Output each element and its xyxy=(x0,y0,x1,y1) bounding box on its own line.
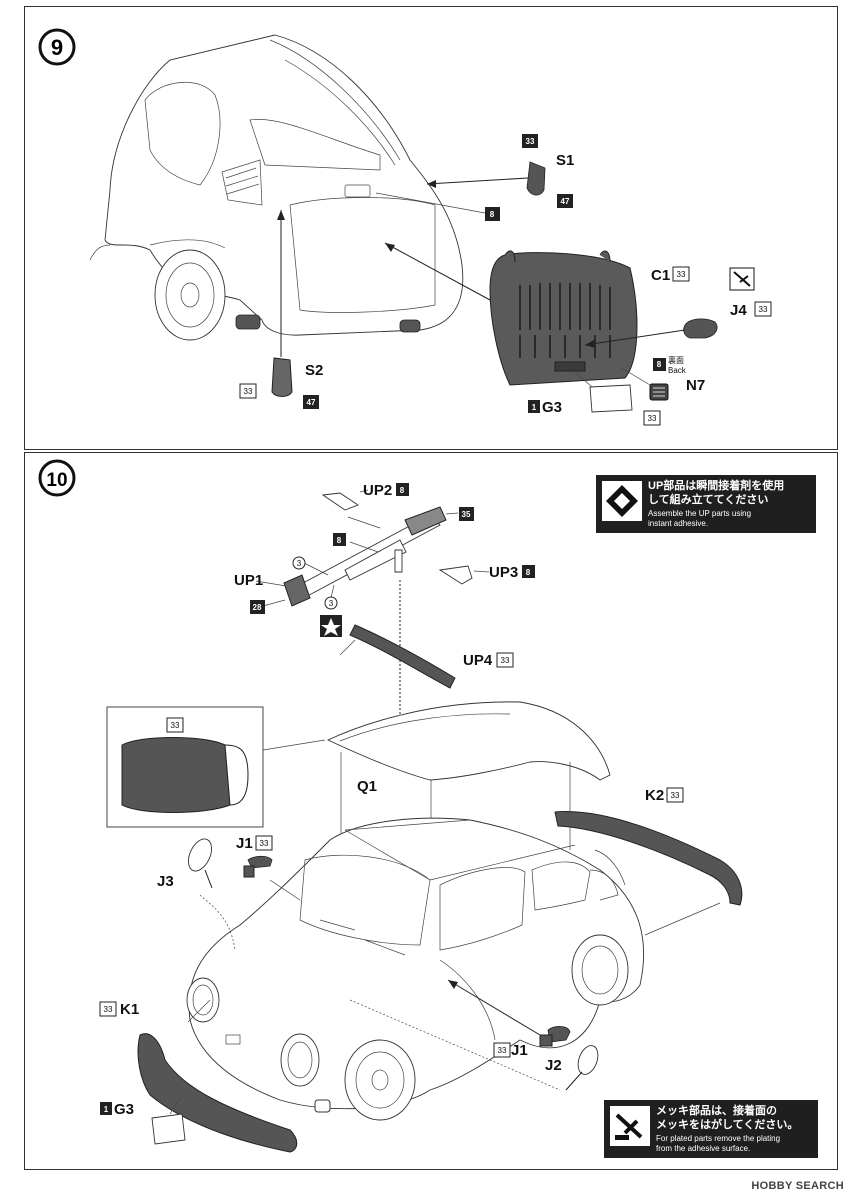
up-note-en: Assemble the UP parts using instant adhe… xyxy=(648,509,752,528)
up-parts-note: UP部品は瞬間接着剤を使用 して組み立ててください Assemble the U… xyxy=(596,475,816,533)
j1-bottom-color-code: 33 xyxy=(498,1046,507,1055)
car-body-front xyxy=(186,817,645,1121)
color-chip xyxy=(522,134,538,148)
back-label-jp: 裏面 xyxy=(668,355,684,365)
c1-color-code: 33 xyxy=(677,270,686,279)
adhesive-diamond-icon xyxy=(602,481,642,521)
s1-color-code: 33 xyxy=(526,137,535,146)
tip-color-code: 35 xyxy=(462,510,471,519)
up1-label: UP1 xyxy=(234,572,263,589)
up3-color-code: 8 xyxy=(526,568,531,577)
q1-label: Q1 xyxy=(357,778,377,795)
part-s1: 33 S1 47 xyxy=(426,134,574,208)
n7-back-color: 8 xyxy=(657,360,662,369)
g3-front-color-code: 1 xyxy=(104,1105,109,1114)
back-label-en: Back xyxy=(668,366,687,375)
body-color-code: 8 xyxy=(490,210,495,219)
part-j1-bottom: 33 J1 xyxy=(447,979,571,1059)
part-k2-bumper: K2 33 xyxy=(554,787,743,936)
roof-detail-inset: 33 xyxy=(106,706,326,828)
part-k1-bumper: 33 K1 xyxy=(99,999,298,1153)
k1-label: K1 xyxy=(120,1001,139,1018)
scrape-plating-icon xyxy=(610,1106,650,1146)
watermark: HOBBY SEARCH xyxy=(751,1180,844,1192)
step-10-number: 10 xyxy=(46,470,67,491)
up1-color-code: 28 xyxy=(253,603,262,612)
up2-color-code: 8 xyxy=(400,486,405,495)
plated-note-jp: メッキ部品は、接着面の メッキをはがしてください。 xyxy=(656,1105,799,1131)
body-color-tag: 8 xyxy=(375,192,500,221)
n7-label: N7 xyxy=(686,377,705,394)
part-g3-front-plate: 1 G3 xyxy=(100,1097,186,1145)
s1-color-code-2: 47 xyxy=(561,197,570,206)
part-j3-mirror: J3 xyxy=(157,838,236,951)
step-9-badge: 9 xyxy=(38,28,76,66)
k2-color-code: 33 xyxy=(671,791,680,800)
g3-color-code: 1 xyxy=(532,403,537,412)
up3-label: UP3 xyxy=(489,564,518,581)
up-note-jp: UP部品は瞬間接着剤を使用 して組み立ててください xyxy=(648,480,785,506)
up4-label: UP4 xyxy=(463,652,493,669)
car-rear-body xyxy=(89,34,464,341)
j1-top-color-code: 33 xyxy=(260,839,269,848)
g3-label: G3 xyxy=(542,399,562,416)
part-j2-mirror: J2 xyxy=(349,999,599,1091)
j2-label: J2 xyxy=(545,1057,562,1074)
g3-front-label: G3 xyxy=(114,1101,134,1118)
j4-color-code: 33 xyxy=(759,305,768,314)
part-g3-plate: 1 G3 xyxy=(528,371,633,416)
j4-label: J4 xyxy=(730,302,747,319)
s2-color-code-2: 47 xyxy=(307,398,316,407)
callout-b: 3 xyxy=(329,599,334,608)
j3-label: J3 xyxy=(157,873,174,890)
inset-color-code: 33 xyxy=(171,721,180,730)
k1-color-code: 33 xyxy=(104,1005,113,1014)
step-10-badge: 10 xyxy=(38,459,76,497)
plated-parts-note: メッキ部品は、接着面の メッキをはがしてください。 For plated par… xyxy=(604,1100,818,1158)
k2-label: K2 xyxy=(645,787,664,804)
star-icon xyxy=(320,615,342,637)
c1-label: C1 xyxy=(651,267,670,284)
s1-label: S1 xyxy=(556,152,574,169)
shaft-color-code: 8 xyxy=(337,536,342,545)
sunroof-crank-assembly xyxy=(255,489,490,740)
part-j4: J4 33 xyxy=(584,267,772,348)
n7-color-code: 33 xyxy=(648,414,657,423)
j1-top-label: J1 xyxy=(236,835,253,852)
part-n7: 8 裏面 Back N7 33 xyxy=(619,355,705,426)
part-c1: C1 33 xyxy=(384,242,690,386)
step-9-number: 9 xyxy=(51,35,63,60)
part-s2: S2 33 47 xyxy=(239,210,323,409)
s2-label: S2 xyxy=(305,362,323,379)
up4-color-code: 33 xyxy=(501,656,510,665)
j1-bottom-label: J1 xyxy=(511,1042,528,1059)
part-j1-top: J1 33 xyxy=(236,835,301,901)
s2-color-code: 33 xyxy=(244,387,253,396)
plated-note-en: For plated parts remove the plating from… xyxy=(656,1134,781,1153)
up2-label: UP2 xyxy=(363,482,392,499)
callout-a: 3 xyxy=(297,559,302,568)
